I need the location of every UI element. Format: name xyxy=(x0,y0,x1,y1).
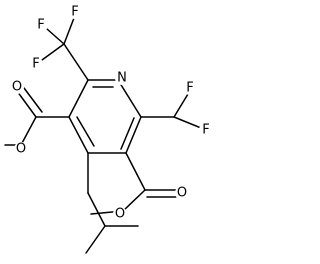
atom-chf2-f1: F xyxy=(183,81,197,96)
bond-ester2-o-ether xyxy=(122,189,146,212)
atom-chf2-f2: F xyxy=(199,123,213,138)
methyl-ester-right xyxy=(90,152,178,215)
atom-ring-n-label: N xyxy=(117,71,127,86)
bond-cf3-f3 xyxy=(41,43,65,61)
atom-ester2-o-ether: O xyxy=(113,207,127,222)
isobutyl-group xyxy=(85,152,139,254)
bond-ch-methyl1 xyxy=(85,225,106,254)
molecule-canvas: N F F F F F xyxy=(4,4,213,254)
bond-ch2-ch2 xyxy=(87,192,106,227)
difluoromethyl-group xyxy=(140,93,202,129)
atom-ester1-o-ether-label: O xyxy=(16,142,26,157)
ring-bond-c3-c3-double xyxy=(120,117,135,150)
pyridine-ring xyxy=(68,79,142,154)
bond-c6-cf3 xyxy=(63,43,89,81)
atom-cf3-f2-label: F xyxy=(71,5,78,20)
atom-cf3-f2: F xyxy=(68,5,82,20)
molecule-structure: N F F F F F xyxy=(4,4,213,254)
atom-ester1-o-carbonyl-label: O xyxy=(12,80,22,95)
atom-chf2-f1-label: F xyxy=(186,81,193,96)
atom-ester1-o-ether: O xyxy=(14,142,28,157)
atom-ester1-o-carbonyl: O xyxy=(10,80,24,95)
atom-cf3-f3: F xyxy=(29,57,43,72)
ring-bond-c2-c3 xyxy=(125,116,142,154)
atom-labels: N F F F F F xyxy=(10,5,213,222)
bond-ester1-o-carbonyl xyxy=(16,90,37,118)
atom-ester2-o-carbonyl: O xyxy=(175,186,189,201)
ring-bond-c4-c5 xyxy=(68,116,89,154)
bond-ester1-o-carbonyl-double xyxy=(23,87,43,113)
atom-ester2-o-carbonyl-label: O xyxy=(177,186,187,201)
ring-bond-c5-c6 xyxy=(68,79,89,118)
atom-ring-n: N xyxy=(115,71,129,86)
methyl-ester-left xyxy=(4,87,70,146)
bond-cf3-f1 xyxy=(46,28,65,45)
ring-bond-n-c2 xyxy=(117,79,142,118)
atom-cf3-f1-label: F xyxy=(37,18,44,33)
atom-cf3-f3-label: F xyxy=(32,57,39,72)
trifluoromethyl-group xyxy=(41,17,89,81)
atom-cf3-f1: F xyxy=(34,18,48,33)
atom-ester2-o-ether-label: O xyxy=(115,207,125,222)
bond-chf2-f2 xyxy=(173,116,202,129)
bond-c3-ester2 xyxy=(125,152,146,191)
atom-chf2-f2-label: F xyxy=(202,123,209,138)
bond-cf3-f2 xyxy=(63,17,75,45)
bond-chf2-f1 xyxy=(173,93,189,118)
ring-bond-c4-c5-double xyxy=(76,116,95,147)
bond-ester1-o-ether xyxy=(20,116,37,146)
